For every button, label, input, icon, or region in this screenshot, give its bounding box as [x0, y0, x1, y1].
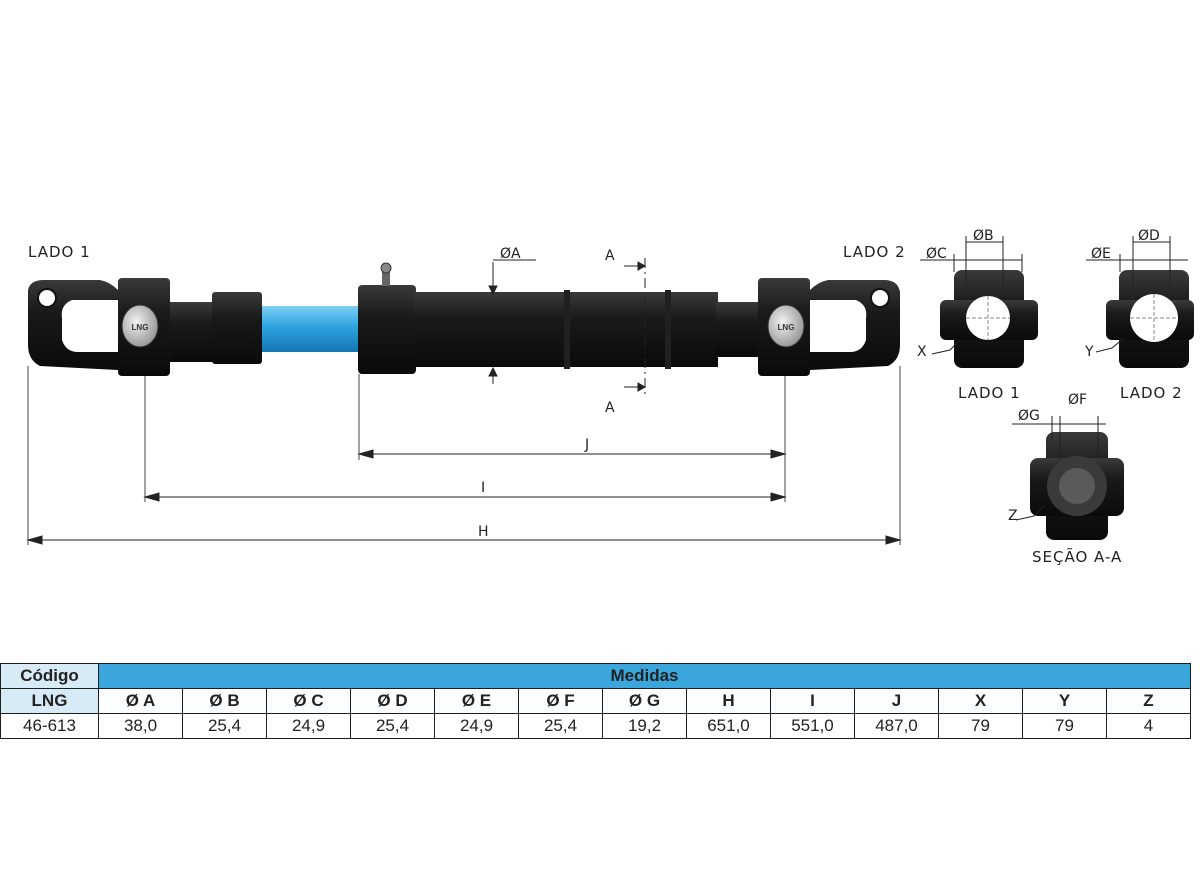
outer-tube [358, 285, 761, 374]
table-header-cell: Ø G [602, 688, 687, 714]
callout-x: X [917, 344, 927, 360]
dim-d-label: ØD [1138, 228, 1160, 244]
brand-cell: LNG [0, 688, 99, 714]
extension-lines [27, 366, 901, 545]
dim-b-label: ØB [973, 228, 994, 244]
dim-e-label: ØE [1091, 246, 1111, 262]
section-letter-bottom: A [605, 400, 615, 416]
table-value-cell: 651,0 [686, 713, 771, 739]
table-header-cell: Ø F [518, 688, 603, 714]
left-yoke: LNG [28, 278, 215, 376]
table-value-cell: 4 [1106, 713, 1191, 739]
table-header-cell: Y [1022, 688, 1107, 714]
table-header-cell: Ø A [98, 688, 183, 714]
table-value-cell: 24,9 [434, 713, 519, 739]
lado2-label: LADO 2 [843, 243, 906, 261]
dim-c-label: ØC [926, 246, 947, 262]
dim-j-label: J [584, 437, 589, 453]
table-value-cell: 25,4 [350, 713, 435, 739]
table-value-cell: 24,9 [266, 713, 351, 739]
view2-caption: LADO 2 [1120, 384, 1183, 402]
callout-z: Z [1008, 508, 1018, 524]
end-view-lado1 [920, 236, 1038, 368]
codigo-header: Código [0, 663, 99, 689]
end-view-lado2 [1086, 236, 1194, 368]
table-header-cell: H [686, 688, 771, 714]
table-header-cell: I [770, 688, 855, 714]
dim-i [143, 492, 787, 502]
dim-a-label: ØA [500, 246, 521, 262]
hub-logo-right: LNG [778, 323, 795, 332]
dim-h [26, 535, 902, 545]
table-header-cell: Ø B [182, 688, 267, 714]
code-cell: 46-613 [0, 713, 99, 739]
table-value-cell: 551,0 [770, 713, 855, 739]
hub-logo-left: LNG [132, 323, 149, 332]
table-value-cell: 79 [1022, 713, 1107, 739]
table-header-cell: J [854, 688, 939, 714]
grease-fitting [380, 262, 392, 286]
section-letter-top: A [605, 248, 615, 264]
shaft-collar-left [212, 292, 262, 364]
drive-shaft-drawing: LADO 1 LADO 2 LNG LNG [26, 228, 1194, 566]
table-header-cell: Ø E [434, 688, 519, 714]
dim-a [488, 259, 536, 384]
table-value-cell: 38,0 [98, 713, 183, 739]
table-value-cell: 487,0 [854, 713, 939, 739]
callout-y: Y [1084, 344, 1094, 360]
dim-f-label: ØF [1068, 392, 1087, 408]
table-value-cell: 25,4 [182, 713, 267, 739]
lado1-label: LADO 1 [28, 243, 91, 261]
table-header-cell: X [938, 688, 1023, 714]
table-value-cell: 79 [938, 713, 1023, 739]
table-value-cell: 19,2 [602, 713, 687, 739]
section-a-a-view [1012, 416, 1124, 540]
view1-caption: LADO 1 [958, 384, 1021, 402]
table-header-cell: Ø C [266, 688, 351, 714]
table-header-row: Código Medidas [0, 663, 1191, 689]
dim-g-label: ØG [1018, 408, 1040, 424]
section-line [624, 258, 647, 395]
dim-i-label: I [481, 480, 485, 496]
table-header-cell: Z [1106, 688, 1191, 714]
table-header-cell: Ø D [350, 688, 435, 714]
dim-j [357, 449, 787, 459]
inner-shaft-blue [262, 306, 360, 352]
medidas-header: Medidas [98, 663, 1191, 689]
table-value-cell: 25,4 [518, 713, 603, 739]
dim-h-label: H [478, 524, 489, 540]
section-caption: SEÇÃO A-A [1032, 547, 1122, 566]
right-yoke: LNG [758, 278, 900, 376]
